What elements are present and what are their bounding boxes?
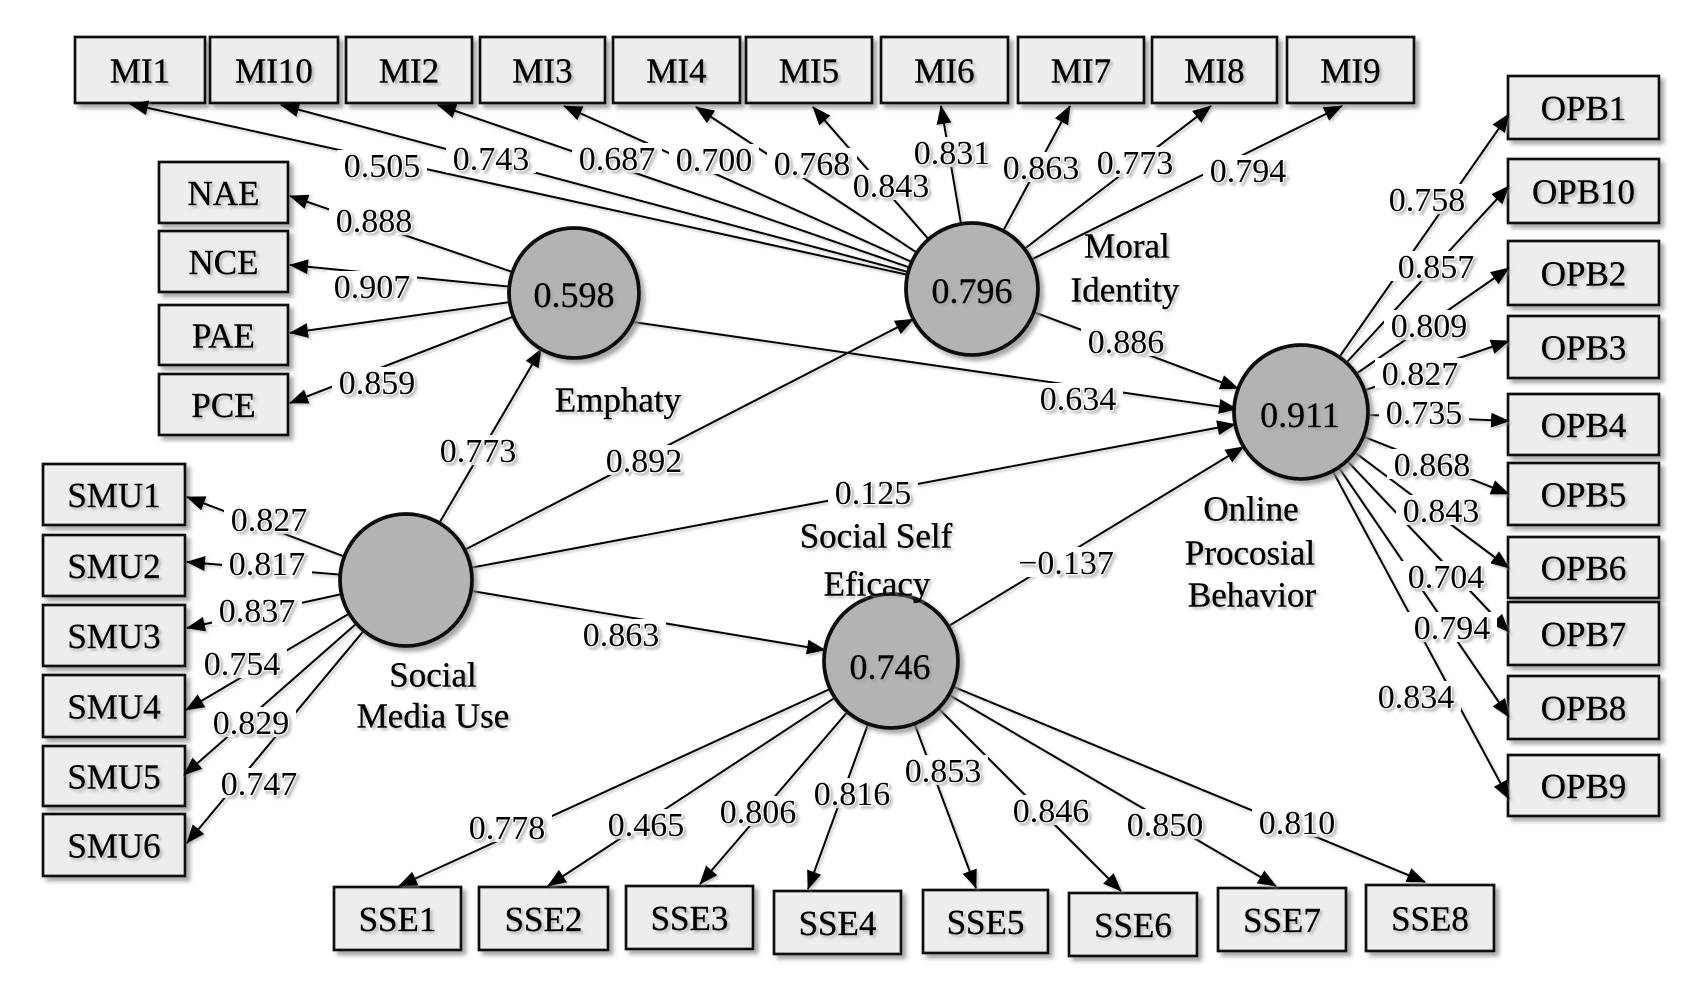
svg-text:Emphaty: Emphaty (555, 381, 682, 420)
svg-text:OPB7: OPB7 (1541, 615, 1627, 654)
svg-text:0.863: 0.863 (1003, 150, 1080, 187)
svg-text:SSE6: SSE6 (1094, 906, 1172, 945)
svg-text:0.868: 0.868 (1394, 447, 1471, 484)
svg-text:SSE3: SSE3 (651, 899, 729, 938)
svg-text:OPB1: OPB1 (1541, 89, 1627, 128)
svg-text:OPB4: OPB4 (1541, 406, 1627, 445)
svg-text:0.634: 0.634 (1040, 381, 1117, 418)
svg-text:OPB8: OPB8 (1541, 689, 1627, 728)
svg-text:MI7: MI7 (1051, 52, 1111, 91)
svg-text:0.843: 0.843 (853, 168, 930, 205)
svg-text:0.843: 0.843 (1403, 493, 1480, 530)
svg-text:0.746: 0.746 (850, 647, 931, 687)
svg-text:0.834: 0.834 (1378, 679, 1455, 716)
svg-text:0.773: 0.773 (440, 433, 517, 470)
svg-text:SMU5: SMU5 (67, 758, 160, 797)
svg-text:MI8: MI8 (1184, 52, 1244, 91)
svg-text:SSE8: SSE8 (1391, 900, 1469, 939)
svg-text:SSE5: SSE5 (947, 903, 1025, 942)
svg-text:0.810: 0.810 (1259, 805, 1336, 842)
svg-text:0.743: 0.743 (453, 141, 530, 178)
svg-text:MI6: MI6 (914, 52, 974, 91)
svg-text:Social: Social (389, 656, 477, 695)
svg-text:MI5: MI5 (779, 52, 839, 91)
svg-text:0.911: 0.911 (1260, 395, 1340, 435)
svg-text:SMU6: SMU6 (67, 827, 160, 866)
svg-text:Eficacy: Eficacy (824, 565, 931, 604)
svg-text:0.816: 0.816 (814, 776, 891, 813)
svg-text:0.794: 0.794 (1414, 610, 1491, 647)
svg-text:0.857: 0.857 (1398, 249, 1475, 286)
svg-text:MI1: MI1 (110, 52, 170, 91)
svg-text:0.747: 0.747 (221, 766, 298, 803)
svg-text:OPB9: OPB9 (1541, 767, 1627, 806)
svg-text:Procosial: Procosial (1185, 534, 1316, 573)
svg-text:SMU3: SMU3 (67, 617, 160, 656)
svg-text:0.827: 0.827 (231, 502, 308, 539)
svg-text:0.827: 0.827 (1382, 356, 1459, 393)
svg-text:SMU4: SMU4 (67, 688, 160, 727)
svg-text:0.859: 0.859 (339, 365, 416, 402)
svg-text:MI3: MI3 (512, 52, 572, 91)
svg-text:Social Self: Social Self (800, 517, 953, 556)
svg-text:0.773: 0.773 (1097, 145, 1174, 182)
svg-text:OPB6: OPB6 (1541, 549, 1627, 588)
svg-text:0.796: 0.796 (932, 271, 1013, 311)
svg-text:SMU1: SMU1 (67, 476, 160, 515)
svg-text:MI4: MI4 (646, 52, 706, 91)
svg-text:0.700: 0.700 (676, 142, 753, 179)
svg-text:OPB3: OPB3 (1541, 329, 1627, 368)
svg-text:0.794: 0.794 (1210, 153, 1287, 190)
svg-text:0.778: 0.778 (469, 810, 546, 847)
svg-text:OPB5: OPB5 (1541, 476, 1627, 515)
svg-text:0.853: 0.853 (905, 753, 982, 790)
svg-text:MI2: MI2 (379, 52, 439, 91)
svg-text:0.598: 0.598 (534, 275, 615, 315)
svg-text:0.754: 0.754 (204, 646, 281, 683)
svg-text:0.809: 0.809 (1391, 308, 1468, 345)
svg-text:0.850: 0.850 (1127, 807, 1204, 844)
svg-text:Online: Online (1203, 490, 1298, 529)
svg-text:0.829: 0.829 (213, 705, 290, 742)
svg-text:0.806: 0.806 (720, 794, 797, 831)
svg-text:Behavior: Behavior (1188, 576, 1317, 615)
svg-text:0.863: 0.863 (583, 617, 660, 654)
svg-text:OPB10: OPB10 (1532, 173, 1635, 212)
svg-text:Media Use: Media Use (357, 697, 510, 736)
svg-text:0.125: 0.125 (835, 475, 912, 512)
svg-text:SSE4: SSE4 (799, 904, 877, 943)
svg-text:MI9: MI9 (1320, 52, 1380, 91)
svg-text:SMU2: SMU2 (67, 547, 160, 586)
svg-text:PCE: PCE (191, 386, 255, 425)
svg-text:SSE7: SSE7 (1243, 901, 1321, 940)
svg-text:0.768: 0.768 (774, 146, 851, 183)
svg-text:NCE: NCE (189, 243, 259, 282)
svg-text:OPB2: OPB2 (1541, 255, 1627, 294)
svg-text:SSE1: SSE1 (359, 900, 437, 939)
svg-text:0.846: 0.846 (1013, 793, 1090, 830)
svg-text:Identity: Identity (1071, 271, 1180, 310)
svg-text:Moral: Moral (1084, 227, 1170, 266)
svg-text:0.907: 0.907 (334, 269, 411, 306)
svg-text:0.817: 0.817 (229, 546, 306, 583)
svg-text:0.465: 0.465 (608, 807, 685, 844)
svg-text:0.505: 0.505 (344, 148, 421, 185)
svg-text:−0.137: −0.137 (1018, 545, 1114, 582)
svg-text:0.687: 0.687 (579, 141, 656, 178)
svg-text:0.837: 0.837 (219, 593, 296, 630)
svg-text:0.704: 0.704 (1408, 559, 1485, 596)
svg-text:0.735: 0.735 (1386, 395, 1463, 432)
svg-text:0.888: 0.888 (336, 203, 413, 240)
svg-text:0.758: 0.758 (1389, 182, 1466, 219)
svg-text:NAE: NAE (188, 174, 260, 213)
svg-text:0.892: 0.892 (606, 443, 683, 480)
svg-text:0.831: 0.831 (914, 135, 991, 172)
svg-text:SSE2: SSE2 (505, 900, 583, 939)
svg-text:0.886: 0.886 (1088, 324, 1165, 361)
svg-text:MI10: MI10 (235, 52, 313, 91)
svg-text:PAE: PAE (192, 317, 255, 356)
